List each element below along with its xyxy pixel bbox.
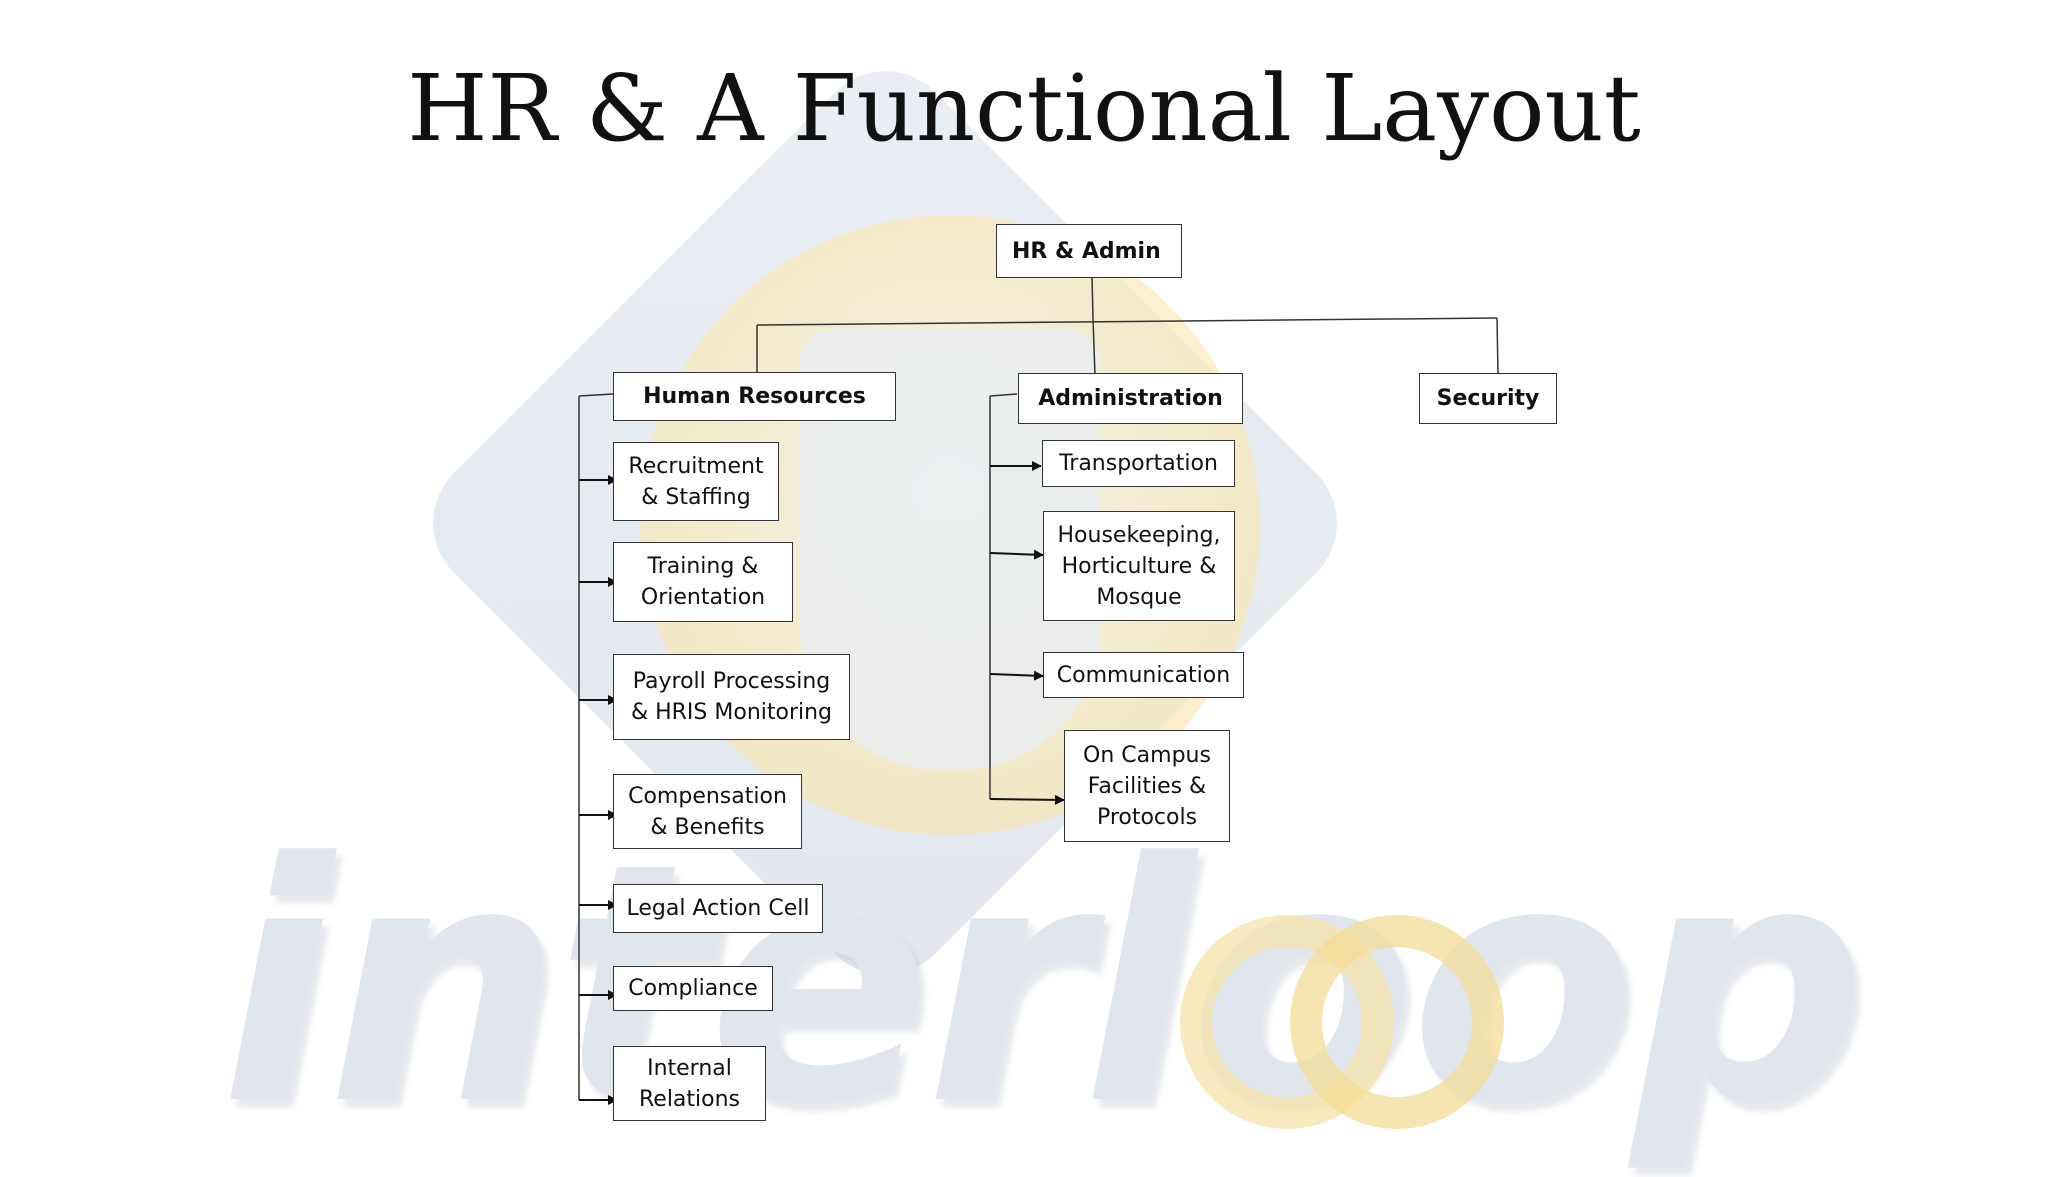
hr-unit-legal-action-cell: Legal Action Cell	[613, 884, 823, 933]
org-root-node: HR & Admin	[996, 224, 1182, 278]
connector-lines	[578, 275, 1499, 1105]
admin-unit-transportation: Transportation	[1042, 440, 1235, 487]
hr-unit-payroll-hris: Payroll Processing & HRIS Monitoring	[613, 654, 850, 740]
hr-unit-recruitment-staffing: Recruitment & Staffing	[613, 442, 779, 521]
dept-security: Security	[1419, 373, 1557, 424]
dept-human-resources: Human Resources	[613, 372, 896, 421]
dept-administration: Administration	[1018, 373, 1243, 424]
hr-unit-compensation-benefits: Compensation & Benefits	[613, 774, 802, 849]
hr-unit-internal-relations: Internal Relations	[613, 1046, 766, 1121]
admin-unit-communication: Communication	[1043, 652, 1244, 698]
admin-unit-on-campus-facilities: On Campus Facilities & Protocols	[1064, 730, 1230, 842]
hr-unit-training-orientation: Training & Orientation	[613, 542, 793, 622]
admin-unit-housekeeping-horticulture-mosque: Housekeeping, Horticulture & Mosque	[1043, 511, 1235, 621]
hr-unit-compliance: Compliance	[613, 966, 773, 1011]
watermark-wordmark: interloop	[220, 793, 1867, 1177]
slide-title: HR & A Functional Layout	[407, 55, 1641, 162]
